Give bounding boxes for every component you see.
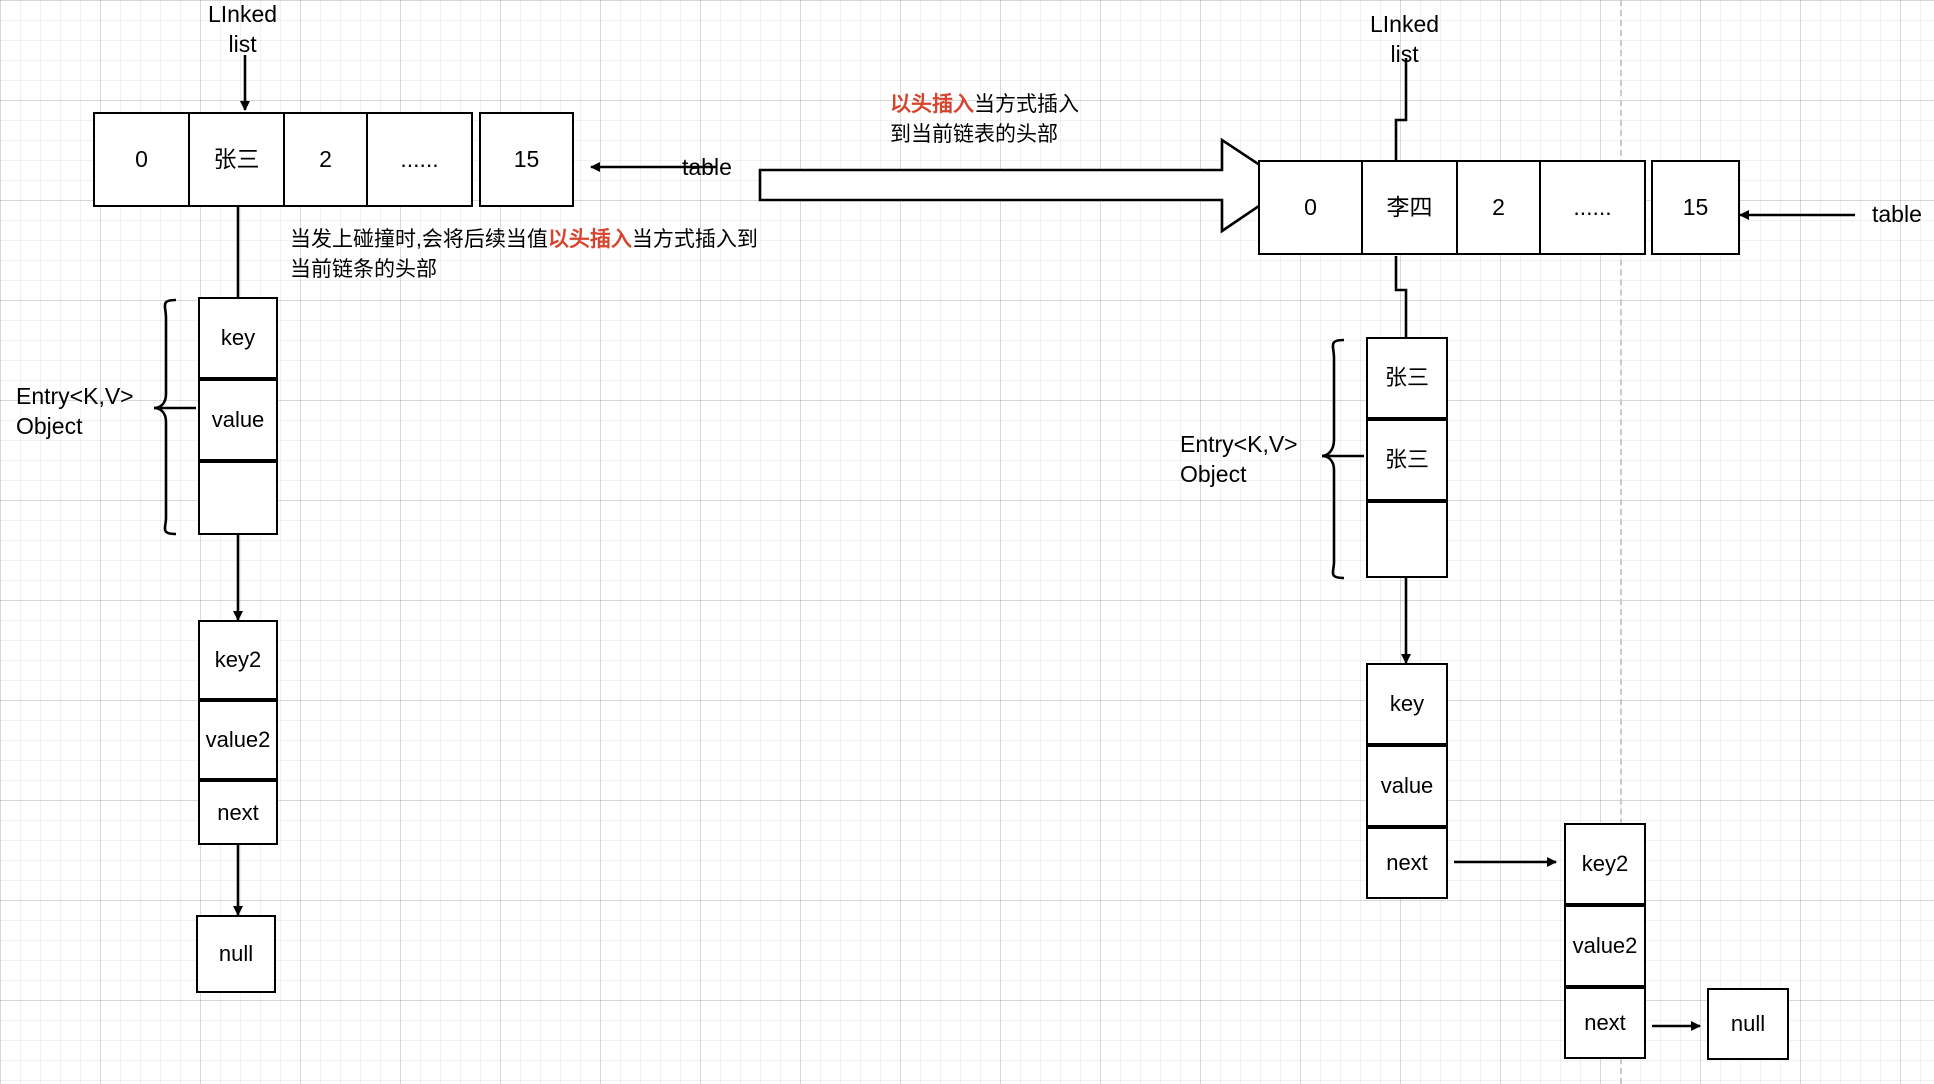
- right-array-cell-2: 2: [1456, 160, 1541, 255]
- left-linkedlist-label: LInked list: [208, 1, 278, 57]
- left-array-cell-1: 张三: [188, 112, 285, 207]
- left-array-cell-0: 0: [93, 112, 190, 207]
- right-head-entry-value: 张三: [1366, 419, 1448, 501]
- left-note-line1-a: 当发上碰撞时,会将后续当值: [290, 228, 548, 251]
- right-head-entry-key: 张三: [1366, 337, 1448, 419]
- left-entry2-key2: key2: [198, 620, 278, 700]
- right-entry2-value2: value2: [1564, 905, 1646, 987]
- left-note-highlight: 以头插入: [547, 228, 632, 251]
- middle-note-highlight: 以头插入: [890, 93, 974, 116]
- page-break-guide: [1620, 0, 1622, 1084]
- left-entry1-value: value: [198, 379, 278, 461]
- left-note-line1-b: 当方式插入到: [631, 228, 758, 251]
- left-array-cell-2: 2: [283, 112, 368, 207]
- right-array-cell-3: ......: [1539, 160, 1646, 255]
- right-entry2-key2: key2: [1564, 823, 1646, 905]
- left-note-line2: 当前链条的头部: [290, 257, 437, 281]
- right-array-cell-0: 0: [1258, 160, 1363, 255]
- left-entry1-next: [198, 461, 278, 535]
- right-entry-object-label: Entry<K,V> Object: [1180, 431, 1298, 487]
- left-entry2-value2: value2: [198, 700, 278, 780]
- middle-transition-note: 以头插入当方式插入 到当前链表的头部: [890, 90, 1079, 150]
- left-table-label: table: [682, 154, 732, 180]
- middle-note-rest: 当方式插入: [974, 93, 1079, 116]
- right-head-entry-next: [1366, 501, 1448, 578]
- right-array-cell-4: 15: [1651, 160, 1740, 255]
- right-array-cell-1: 李四: [1361, 160, 1458, 255]
- transition-block-arrow: [758, 137, 1293, 234]
- left-entry-brace: [153, 298, 177, 536]
- left-collision-note: 当发上碰撞时,会将后续当值以头插入当方式插入到 当前链条的头部: [290, 225, 758, 285]
- middle-note-line2: 到当前链表的头部: [890, 122, 1058, 146]
- left-null-node: null: [196, 915, 276, 993]
- left-entry2-next: next: [198, 780, 278, 845]
- right-entry1-key: key: [1366, 663, 1448, 745]
- right-table-label: table: [1872, 201, 1922, 227]
- left-array-cell-3: ......: [366, 112, 473, 207]
- right-entry2-next: next: [1564, 987, 1646, 1059]
- right-linkedlist-label: LInked list: [1370, 11, 1440, 67]
- left-entry1-key: key: [198, 297, 278, 379]
- left-array-cell-4: 15: [479, 112, 574, 207]
- right-entry1-next: next: [1366, 827, 1448, 899]
- right-entry1-value: value: [1366, 745, 1448, 827]
- right-entry-brace: [1321, 338, 1345, 580]
- right-null-node: null: [1707, 988, 1789, 1060]
- left-entry-object-label: Entry<K,V> Object: [16, 383, 134, 439]
